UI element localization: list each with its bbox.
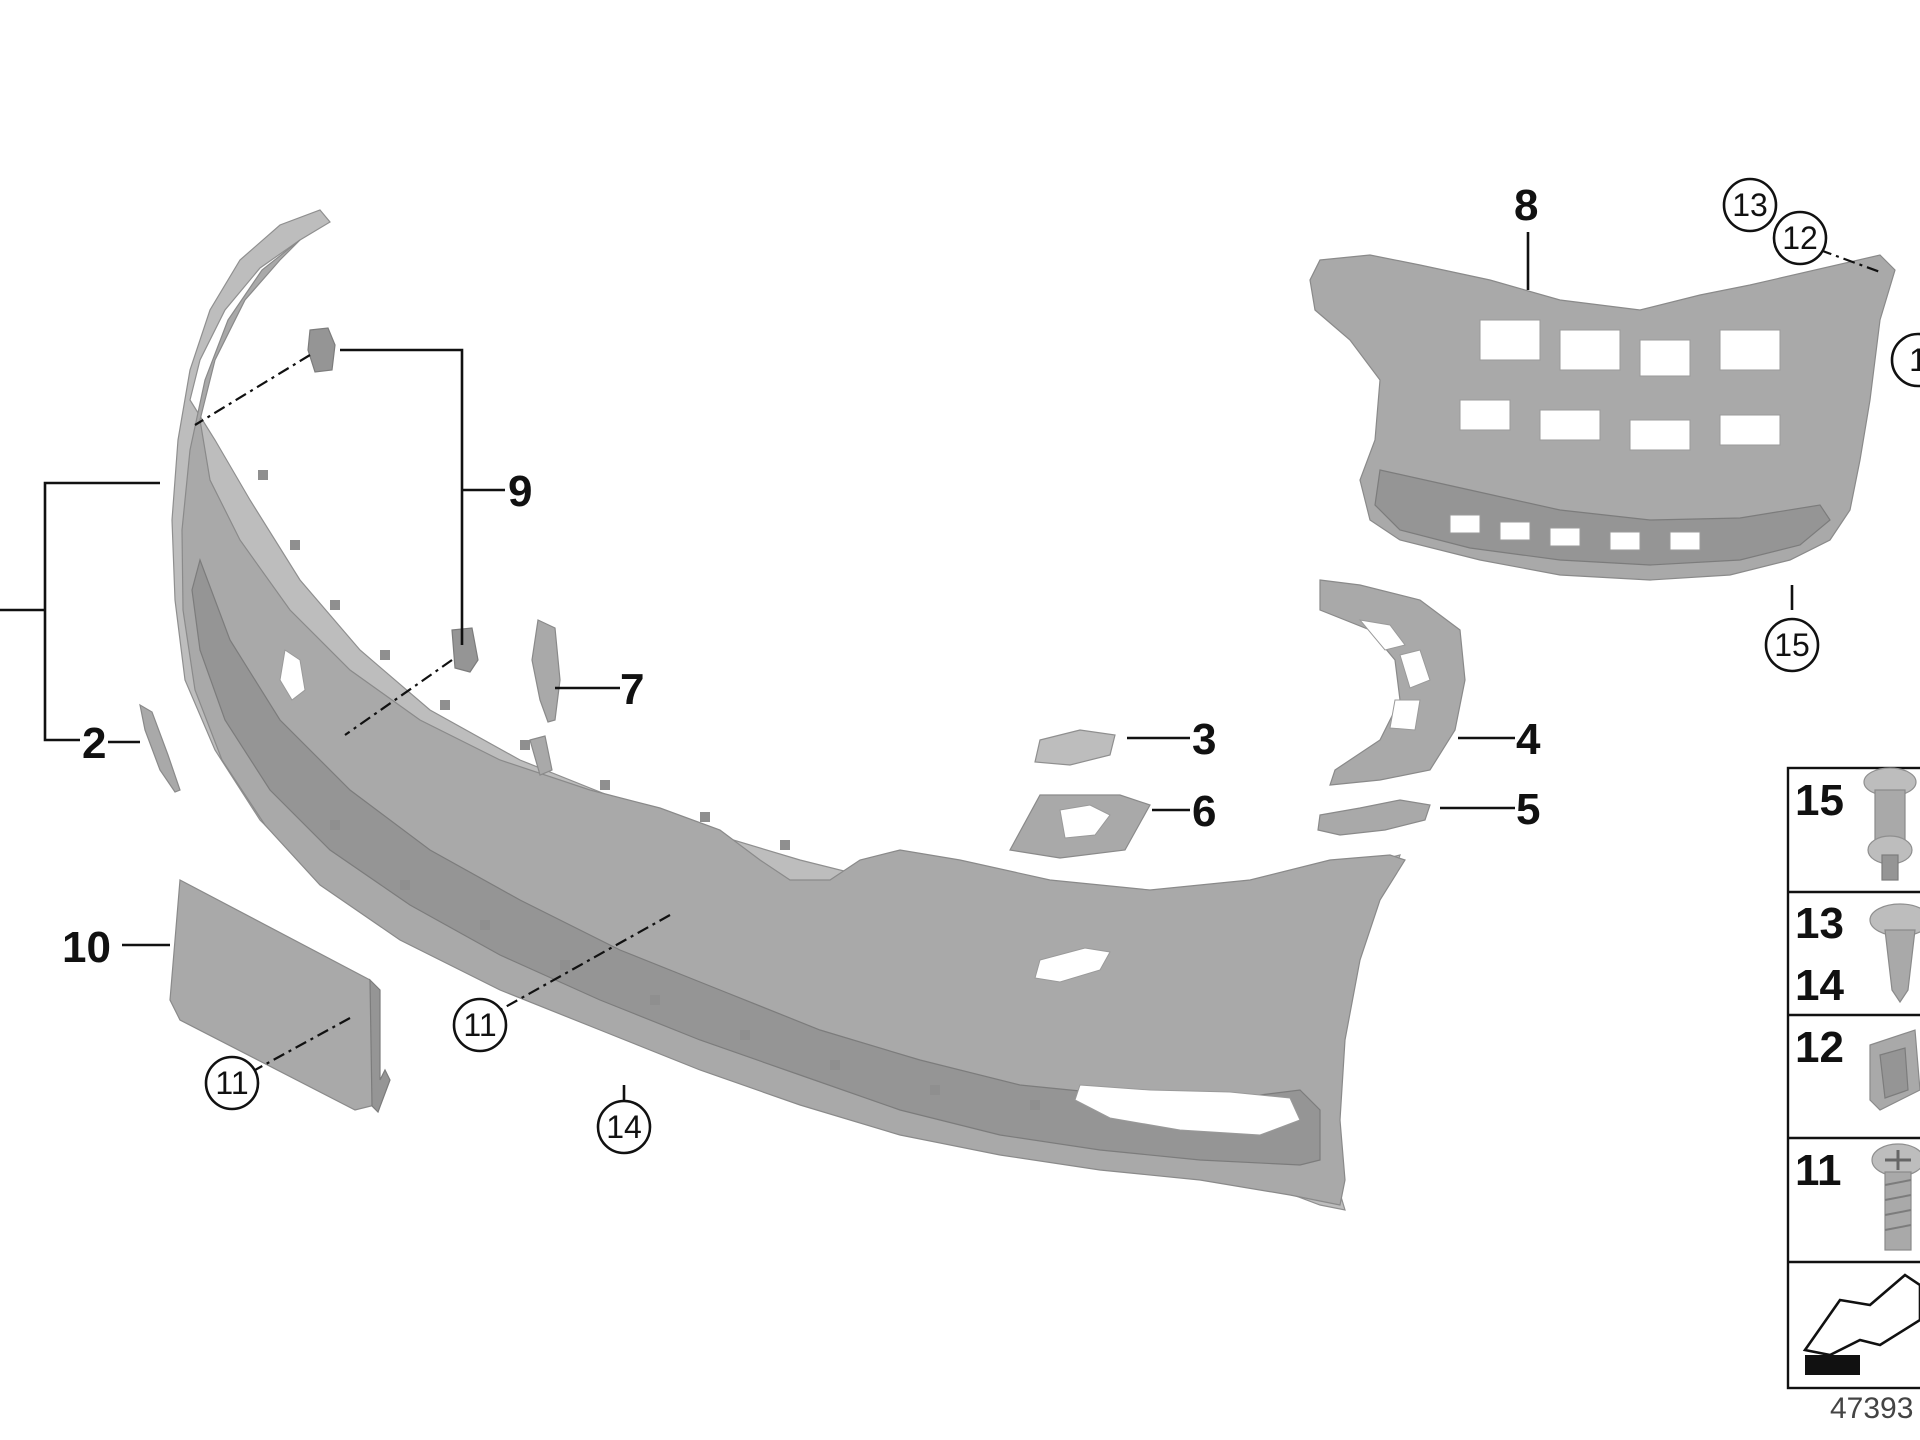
screw-icon xyxy=(1871,1143,1920,1251)
bumper-trim-panel xyxy=(171,209,1406,1211)
legend-row-15: 15 xyxy=(1795,776,1844,825)
part-7-bracket xyxy=(531,619,561,723)
callout-5: 5 xyxy=(1516,785,1540,834)
part-9-clip-lower xyxy=(451,627,479,673)
svg-text:1: 1 xyxy=(1909,342,1920,378)
callout-numbers: 2 3 4 5 6 7 8 9 10 xyxy=(62,181,1541,972)
spring-nut-icon xyxy=(1869,1029,1920,1111)
part-5-strip xyxy=(1317,799,1431,836)
svg-text:11: 11 xyxy=(215,1065,248,1101)
callout-2: 2 xyxy=(82,719,106,768)
callout-4: 4 xyxy=(1516,715,1541,764)
circled-1-cutoff: 1 xyxy=(1890,332,1920,388)
callout-6: 6 xyxy=(1192,787,1216,836)
part-8-carrier xyxy=(1309,254,1896,581)
part-2-bracket xyxy=(139,703,181,793)
circled-11-plate: 11 xyxy=(204,1055,260,1111)
direction-arrow-icon xyxy=(1802,1273,1920,1375)
svg-text:12: 12 xyxy=(1782,220,1818,256)
callout-10: 10 xyxy=(62,923,111,972)
part-4-bracket xyxy=(1319,579,1466,786)
circled-11-center: 11 xyxy=(452,997,508,1053)
svg-text:11: 11 xyxy=(463,1007,496,1043)
circled-numbers: 11 11 14 15 13 12 1 xyxy=(204,177,1920,1155)
callout-8: 8 xyxy=(1514,181,1538,230)
circled-14: 14 xyxy=(596,1099,652,1155)
circled-15: 15 xyxy=(1764,617,1820,673)
circled-12: 12 xyxy=(1772,210,1828,266)
callout-3: 3 xyxy=(1192,715,1216,764)
fastener-legend: 15 13 14 12 11 xyxy=(1786,766,1920,1390)
legend-row-12: 12 xyxy=(1795,1023,1844,1072)
rivet-icon xyxy=(1863,767,1917,881)
part-3-cover xyxy=(1034,729,1116,766)
leader-lines xyxy=(0,232,1794,1105)
circled-13: 13 xyxy=(1722,177,1778,233)
callout-7: 7 xyxy=(620,665,644,714)
legend-row-13: 13 xyxy=(1795,899,1844,948)
part-7-tab xyxy=(529,735,553,776)
part-10-plate-base xyxy=(169,879,391,1114)
callout-9: 9 xyxy=(508,467,532,516)
part-9-clip-upper xyxy=(307,327,336,373)
svg-text:15: 15 xyxy=(1774,627,1810,663)
dash-dot-leaders xyxy=(194,248,1881,1071)
svg-text:13: 13 xyxy=(1732,187,1768,223)
legend-row-14: 14 xyxy=(1795,961,1844,1010)
push-clip-icon xyxy=(1869,903,1920,1004)
clip-teeth xyxy=(258,470,1040,1110)
diagram-reference-number: 47393 xyxy=(1830,1392,1913,1425)
legend-row-11: 11 xyxy=(1795,1146,1842,1195)
svg-text:14: 14 xyxy=(606,1109,642,1145)
part-6-holder xyxy=(1009,794,1151,859)
